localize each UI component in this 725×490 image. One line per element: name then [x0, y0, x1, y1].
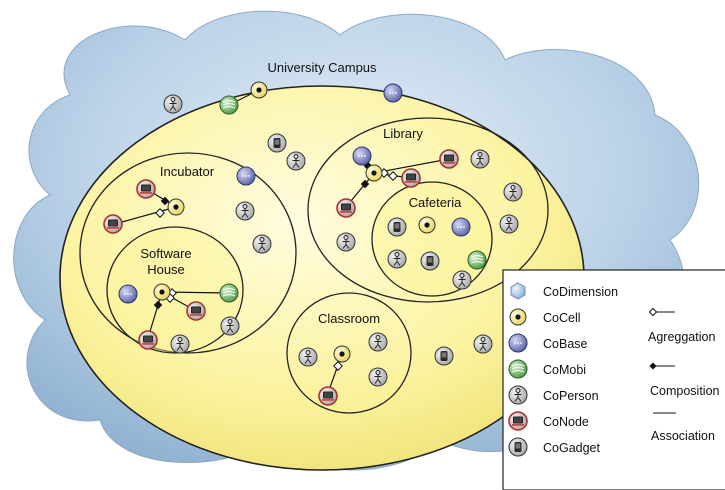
coperson-icon — [470, 149, 490, 169]
zone-cafeteria — [371, 181, 493, 297]
cocell-icon — [418, 216, 436, 234]
coperson-icon — [252, 234, 272, 254]
label-software-house-line2: House — [147, 262, 185, 277]
legend-label-codimension: CoDimension — [543, 285, 618, 299]
coperson-icon — [170, 334, 190, 354]
label-library: Library — [383, 126, 423, 141]
coperson-icon — [336, 232, 356, 252]
conode-icon — [508, 411, 528, 431]
legend-label-coperson: CoPerson — [543, 389, 599, 403]
coperson-icon — [368, 367, 388, 387]
conode-icon — [401, 168, 421, 188]
cogadget-icon — [434, 346, 454, 366]
zone-library — [307, 117, 549, 303]
comobi-icon — [219, 95, 239, 115]
legend-label-association: Association — [651, 429, 715, 443]
legend: CoDimension CoCell CoBase CoMobi CoPerso… — [502, 269, 725, 490]
codimension-icon — [510, 282, 526, 300]
cobase-icon — [508, 333, 528, 353]
cocell-icon — [365, 164, 383, 182]
coperson-icon — [387, 249, 407, 269]
cocell-icon — [509, 308, 527, 326]
coperson-icon — [368, 332, 388, 352]
cogadget-icon — [508, 437, 528, 457]
cobase-icon — [236, 166, 256, 186]
label-classroom: Classroom — [318, 311, 380, 326]
coperson-icon — [298, 347, 318, 367]
cocell-icon — [333, 345, 351, 363]
coperson-icon — [508, 385, 528, 405]
conode-icon — [136, 179, 156, 199]
cobase-icon — [118, 284, 138, 304]
coperson-icon — [235, 201, 255, 221]
legend-label-composition: Composition — [650, 384, 720, 398]
composition-icon — [649, 362, 675, 370]
coperson-icon — [452, 270, 472, 290]
coperson-icon — [503, 182, 523, 202]
legend-label-comobi: CoMobi — [543, 363, 586, 377]
aggregation-icon — [648, 307, 675, 317]
coperson-icon — [220, 316, 240, 336]
cobase-icon — [352, 146, 372, 166]
label-cafeteria: Cafeteria — [409, 195, 463, 210]
cogadget-icon — [420, 251, 440, 271]
conode-icon — [103, 214, 123, 234]
coperson-icon — [473, 334, 493, 354]
legend-label-aggregation: Agreggation — [648, 330, 715, 344]
cocell-icon — [167, 198, 185, 216]
zone-classroom — [286, 292, 412, 414]
conode-icon — [439, 149, 459, 169]
comobi-icon — [219, 283, 239, 303]
label-software-house-line1: Software — [140, 246, 191, 261]
cocell-icon — [250, 81, 268, 99]
zone-software-house — [106, 226, 244, 354]
conode-icon — [138, 330, 158, 350]
comobi-icon — [467, 250, 487, 270]
coperson-icon — [499, 214, 519, 234]
conode-icon — [336, 198, 356, 218]
conode-icon — [186, 301, 206, 321]
comobi-icon — [508, 359, 528, 379]
zone-incubator — [79, 152, 297, 354]
cobase-icon — [451, 217, 471, 237]
label-incubator: Incubator — [160, 164, 215, 179]
label-university-campus: University Campus — [267, 60, 377, 75]
coperson-icon — [163, 94, 183, 114]
legend-label-cogadget: CoGadget — [543, 441, 601, 455]
cogadget-icon — [387, 217, 407, 237]
legend-label-cobase: CoBase — [543, 337, 588, 351]
coperson-icon — [286, 151, 306, 171]
legend-label-conode: CoNode — [543, 415, 589, 429]
cobase-icon — [383, 83, 403, 103]
cocell-icon — [153, 283, 171, 301]
cogadget-icon — [267, 133, 287, 153]
legend-label-cocell: CoCell — [543, 311, 581, 325]
conode-icon — [318, 386, 338, 406]
